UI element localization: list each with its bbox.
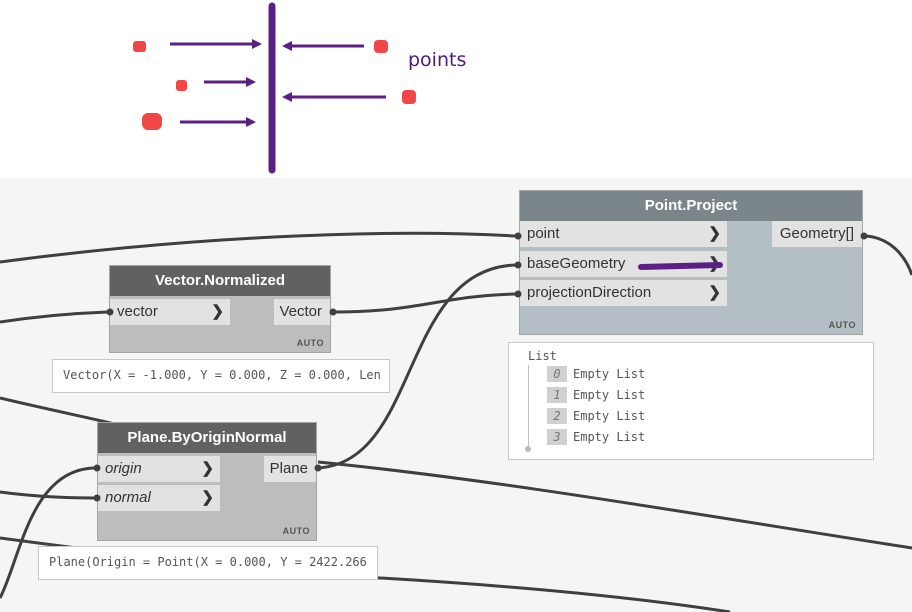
node-title[interactable]: Vector.Normalized bbox=[110, 266, 330, 296]
point-dot bbox=[374, 40, 388, 53]
point-dot bbox=[133, 41, 146, 52]
input-port-origin[interactable]: origin ❯ bbox=[98, 456, 220, 482]
chevron-right-icon: ❯ bbox=[201, 460, 214, 477]
annotation-drawing bbox=[133, 2, 416, 174]
chevron-right-icon: ❯ bbox=[708, 255, 721, 272]
lacing-label[interactable]: AUTO bbox=[828, 320, 856, 330]
output-port-vector[interactable]: Vector bbox=[274, 299, 330, 325]
list-tree-line bbox=[528, 365, 529, 449]
preview-text: Plane(Origin = Point(X = 0.000, Y = 2422… bbox=[49, 555, 367, 569]
port-label: vector bbox=[117, 303, 158, 320]
input-port-base-geometry[interactable]: baseGeometry ❯ bbox=[520, 251, 727, 277]
point-project-node[interactable]: Point.Project point ❯ baseGeometry ❯ pro… bbox=[520, 191, 862, 334]
lacing-label[interactable]: AUTO bbox=[296, 338, 324, 348]
preview-text: Vector(X = -1.000, Y = 0.000, Z = 0.000,… bbox=[63, 368, 381, 382]
output-port-geometry[interactable]: Geometry[] bbox=[772, 221, 862, 247]
input-port-projection-direction[interactable]: projectionDirection ❯ bbox=[520, 280, 727, 306]
annotation-panel: points plane bbox=[0, 0, 912, 198]
point-dot bbox=[402, 90, 416, 104]
points-label: points bbox=[408, 49, 467, 71]
port-label: point bbox=[527, 225, 560, 242]
output-port-plane[interactable]: Plane bbox=[264, 456, 316, 482]
input-port-point[interactable]: point ❯ bbox=[520, 221, 727, 247]
port-label: baseGeometry bbox=[527, 255, 626, 272]
chevron-right-icon: ❯ bbox=[211, 303, 224, 320]
chevron-right-icon: ❯ bbox=[708, 225, 721, 242]
vector-preview: Vector(X = -1.000, Y = 0.000, Z = 0.000,… bbox=[52, 359, 390, 393]
port-label: projectionDirection bbox=[527, 284, 652, 301]
plane-by-origin-normal-node[interactable]: Plane.ByOriginNormal origin ❯ normal ❯ P… bbox=[98, 423, 316, 540]
vector-normalized-node[interactable]: Vector.Normalized vector ❯ Vector AUTO bbox=[110, 266, 330, 352]
input-port-vector[interactable]: vector ❯ bbox=[110, 299, 230, 325]
list-title: List bbox=[528, 349, 557, 363]
node-title[interactable]: Point.Project bbox=[520, 191, 862, 221]
chevron-right-icon: ❯ bbox=[708, 284, 721, 301]
input-port-normal[interactable]: normal ❯ bbox=[98, 485, 220, 511]
point-dot bbox=[142, 113, 162, 130]
lacing-label[interactable]: AUTO bbox=[282, 526, 310, 536]
port-label: normal bbox=[105, 489, 151, 506]
port-label: origin bbox=[105, 460, 142, 477]
point-dot bbox=[176, 80, 187, 91]
plane-preview: Plane(Origin = Point(X = 0.000, Y = 2422… bbox=[38, 546, 378, 580]
list-end-dot bbox=[525, 446, 531, 452]
node-title[interactable]: Plane.ByOriginNormal bbox=[98, 423, 316, 453]
chevron-right-icon: ❯ bbox=[201, 489, 214, 506]
